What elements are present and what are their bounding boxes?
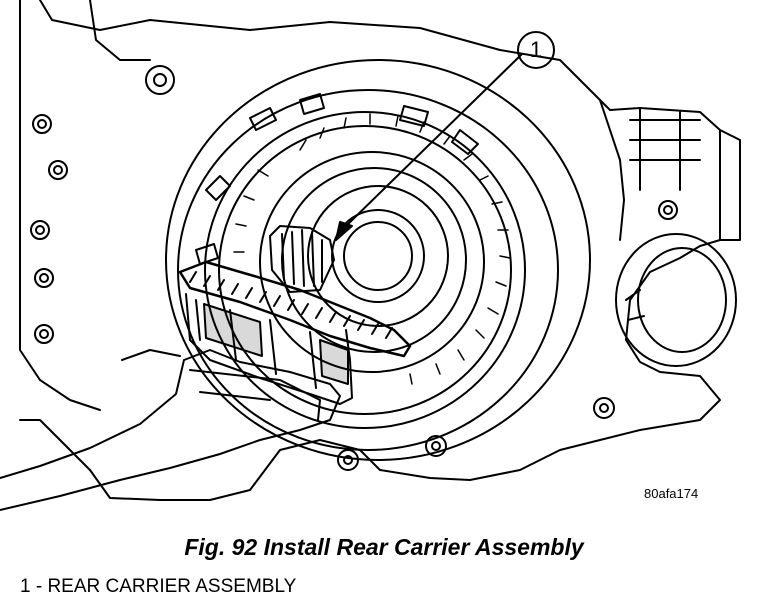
callout-number: 1 [529,37,543,62]
figure-caption: Fig. 92 Install Rear Carrier Assembly [184,534,584,560]
transmission-illustration [0,0,741,511]
callout-circle [517,31,555,69]
hand [0,349,341,511]
legend-item: 1 - REAR CARRIER ASSEMBLY [20,576,297,597]
figure-code: 80afa174 [644,486,699,501]
bolt-hole [32,114,52,134]
callout-leader [343,53,523,229]
case-outline [19,0,721,501]
clutch-housing [204,111,526,429]
center-hub [331,209,425,303]
rear-carrier-assembly [178,225,412,405]
